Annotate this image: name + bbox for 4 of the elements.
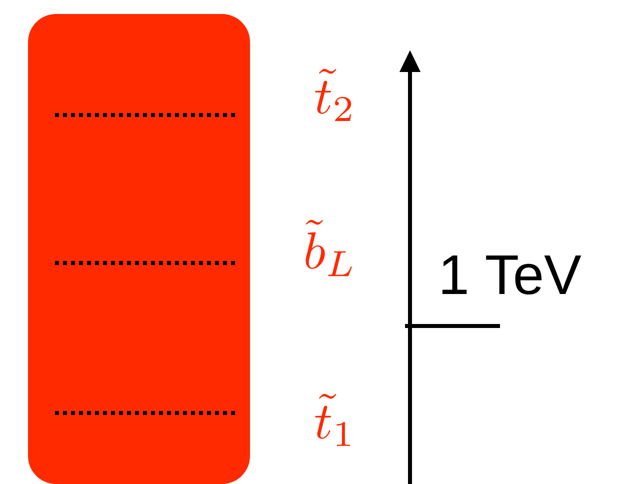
particle-label: $\tilde{b}_L$ (306, 220, 352, 276)
particle-label: $\tilde{t}_1$ (315, 394, 350, 446)
scale-label: 1 TeV (442, 255, 582, 295)
particle-label: $\tilde{t}_2$ (315, 68, 352, 122)
